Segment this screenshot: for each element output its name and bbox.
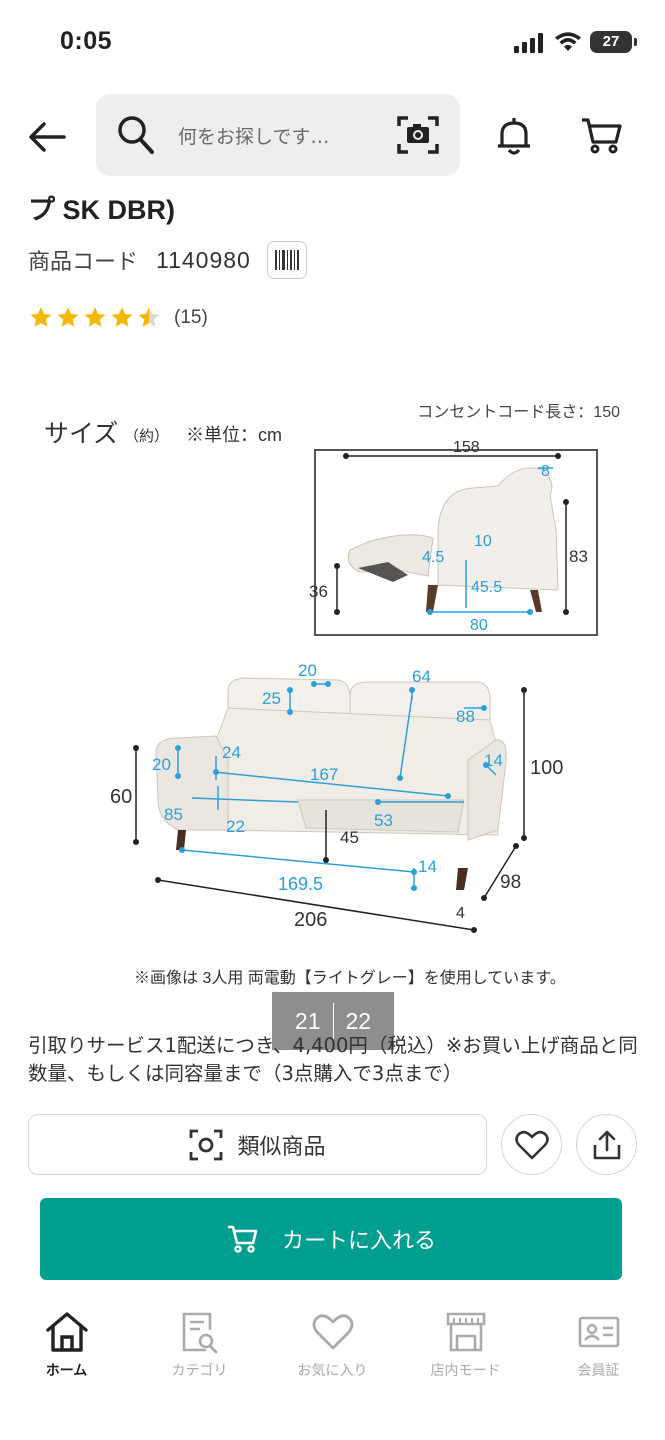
cord-note: コンセントコード長さ：150 <box>417 403 620 421</box>
tab-home[interactable]: ホーム <box>0 1300 133 1440</box>
image-counter-separator <box>332 1003 334 1039</box>
dim-side-10: 10 <box>474 533 492 550</box>
side-view-frame <box>314 449 598 636</box>
tab-member-card[interactable]: 会員証 <box>532 1300 665 1440</box>
dim-front-53: 53 <box>374 811 393 830</box>
image-caption: ※画像は 3人用 両電動【ライトグレー】を使用しています。 <box>134 969 566 987</box>
pickup-service-notice: 引取りサービス1配送につき、4,400円（税込）※お買い上げ商品と同数量、もしく… <box>28 1034 638 1085</box>
dim-front-depth: 98 <box>500 872 521 893</box>
dim-front-22: 22 <box>226 817 245 836</box>
barcode-icon <box>274 250 299 270</box>
front-outer-dots <box>133 687 527 933</box>
dim-side-headrest: 8 <box>541 463 550 480</box>
home-icon <box>45 1312 88 1352</box>
dim-front-20a: 20 <box>298 661 317 680</box>
dim-side-leg: 36 <box>309 582 328 601</box>
front-dimension-lines <box>177 683 497 888</box>
star-icon <box>111 307 133 327</box>
dim-front-88: 88 <box>456 707 475 726</box>
product-code-row: 商品コード 1140980 <box>28 240 307 280</box>
dim-front-4: 4 <box>456 905 465 922</box>
dim-front-167: 167 <box>310 765 338 784</box>
cart-icon[interactable] <box>580 116 624 156</box>
similar-products-button[interactable]: 類似商品 <box>28 1114 487 1175</box>
image-counter-total: 22 <box>345 1007 372 1034</box>
size-approx: （約） <box>124 428 169 445</box>
dim-side-height: 83 <box>569 547 588 566</box>
product-title: プ SK DBR) <box>28 195 175 225</box>
search-icon <box>118 116 154 154</box>
back-arrow-icon[interactable] <box>24 114 70 160</box>
tab-favorites-label: お気に入り <box>297 1363 368 1379</box>
cellular-signal-icon <box>514 33 543 53</box>
tab-category[interactable]: カテゴリ <box>133 1300 266 1440</box>
wifi-icon <box>555 32 581 51</box>
star-icon <box>57 307 79 327</box>
dim-side-4-5: 4.5 <box>422 549 444 566</box>
dim-front-24: 24 <box>222 743 241 762</box>
heart-icon <box>514 1130 549 1159</box>
status-bar: 0:05 27 <box>0 0 665 86</box>
side-view-sofa <box>347 467 559 612</box>
star-icon <box>30 307 52 327</box>
share-button[interactable] <box>576 1114 637 1175</box>
dim-side-depth: 80 <box>470 617 488 634</box>
dim-front-height: 100 <box>530 757 563 779</box>
tab-member-card-label: 会員証 <box>577 1363 620 1379</box>
dim-front-14a: 14 <box>484 751 503 770</box>
top-header: 何をお探しです… <box>0 86 665 184</box>
dim-front-64: 64 <box>412 667 431 686</box>
image-counter: 21 22 <box>272 992 394 1050</box>
dim-front-85: 85 <box>164 805 183 824</box>
unit-note: ※単位：cm <box>186 425 282 445</box>
product-code-label: 商品コード <box>28 250 139 275</box>
dim-front-45: 45 <box>340 828 359 847</box>
cart-icon <box>227 1225 258 1253</box>
image-search-icon <box>190 1129 223 1160</box>
image-counter-current: 21 <box>294 1007 321 1034</box>
camera-search-icon[interactable] <box>396 114 440 156</box>
dim-front-169-5: 169.5 <box>278 874 323 894</box>
bottom-tab-bar: ホーム カテゴリ お気に入り 店内モード 会員証 <box>0 1300 665 1440</box>
tab-store-mode-label: 店内モード <box>430 1363 501 1379</box>
battery-indicator: 27 <box>590 31 637 53</box>
add-to-cart-label: カートに入れる <box>281 1229 436 1254</box>
front-outer-lines <box>135 690 525 931</box>
product-code-value: 1140980 <box>156 246 251 273</box>
tab-home-label: ホーム <box>45 1363 88 1379</box>
review-count: (15) <box>174 306 208 328</box>
dim-front-20b: 20 <box>152 755 171 774</box>
half-star-icon <box>138 307 160 327</box>
similar-products-label: 類似商品 <box>237 1134 326 1160</box>
notification-bell-icon[interactable] <box>492 114 536 158</box>
star-icon <box>84 307 106 327</box>
search-bar[interactable]: 何をお探しです… <box>96 94 460 176</box>
status-time: 0:05 <box>60 27 113 55</box>
tab-category-label: カテゴリ <box>171 1363 228 1379</box>
product-dimension-image[interactable]: サイズ （約） ※単位：cm コンセントコード長さ：150 158 8 10 4… <box>28 390 638 1000</box>
dim-front-width: 206 <box>294 909 327 931</box>
category-search-icon <box>182 1312 217 1354</box>
search-placeholder: 何をお探しです… <box>178 126 330 148</box>
barcode-button[interactable] <box>266 241 307 279</box>
dim-front-25: 25 <box>262 689 281 708</box>
dim-side-width: 158 <box>453 439 480 456</box>
front-view-sofa <box>155 677 507 890</box>
share-icon <box>593 1130 620 1159</box>
dim-front-60: 60 <box>110 786 132 808</box>
tab-favorites[interactable]: お気に入り <box>266 1300 399 1440</box>
member-card-icon <box>578 1316 619 1348</box>
size-title: サイズ <box>44 420 118 448</box>
rating-stars <box>28 305 162 330</box>
product-rating[interactable]: (15) <box>28 305 208 330</box>
favorite-button[interactable] <box>501 1114 562 1175</box>
front-dimension-dots <box>175 681 489 891</box>
add-to-cart-button[interactable]: カートに入れる <box>40 1198 622 1280</box>
dim-front-14b: 14 <box>418 857 437 876</box>
store-icon <box>446 1312 485 1352</box>
tab-store-mode[interactable]: 店内モード <box>399 1300 532 1440</box>
heart-icon <box>312 1314 353 1350</box>
dim-side-seat-depth: 45.5 <box>471 579 502 596</box>
